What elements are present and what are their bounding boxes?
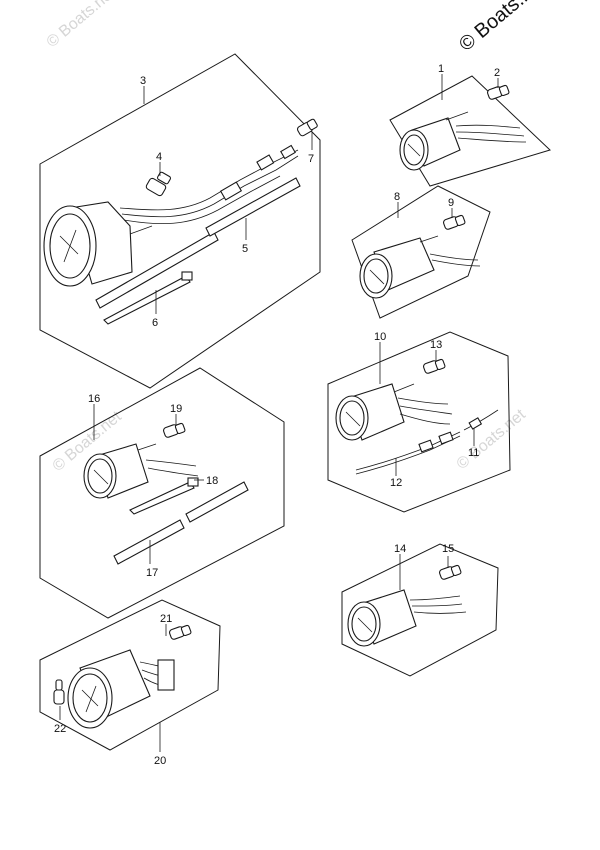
gauge-14-icon xyxy=(347,589,417,647)
tube-5-icon xyxy=(95,177,301,309)
callout-1: 1 xyxy=(438,63,444,75)
callout-10: 10 xyxy=(374,331,386,343)
callout-5: 5 xyxy=(242,243,248,255)
callout-7: 7 xyxy=(308,153,314,165)
callout-14: 14 xyxy=(394,543,406,555)
bulb-4-icon xyxy=(145,171,172,197)
gauge-1-icon xyxy=(399,111,469,171)
callout-4: 4 xyxy=(156,151,162,163)
gauge-10-icon xyxy=(335,383,415,441)
bulb-9-icon xyxy=(443,214,466,230)
callout-2: 2 xyxy=(494,67,500,79)
group-10: 10 13 11 12 xyxy=(327,331,511,513)
bulb-19-icon xyxy=(163,422,186,438)
tube-17-icon xyxy=(113,481,249,565)
group-16: 16 19 18 17 xyxy=(39,367,285,619)
group-3: 3 4 7 5 6 xyxy=(39,53,321,389)
copyright-text: © Boats.net xyxy=(455,0,550,56)
bulb-13-icon xyxy=(423,358,446,374)
callout-16: 16 xyxy=(88,393,100,405)
group-1: 1 2 xyxy=(389,63,551,187)
callout-12: 12 xyxy=(390,477,402,489)
bulb-15-icon xyxy=(439,564,462,580)
callout-9: 9 xyxy=(448,197,454,209)
harness-12-icon xyxy=(355,431,461,475)
callout-20: 20 xyxy=(154,755,166,767)
strap-18-icon xyxy=(129,477,199,515)
gauge-8-icon xyxy=(359,235,439,299)
group-20: 21 22 20 xyxy=(39,599,221,767)
callout-17: 17 xyxy=(146,567,158,579)
callout-21: 21 xyxy=(160,613,172,625)
callout-18: 18 xyxy=(206,475,218,487)
strap-6-icon xyxy=(103,271,193,325)
callout-11: 11 xyxy=(468,447,479,459)
callout-19: 19 xyxy=(170,403,182,415)
harness-11-icon xyxy=(463,409,499,431)
group-14: 14 15 xyxy=(341,543,499,677)
group-10-box xyxy=(327,331,511,513)
bulb-22-icon xyxy=(53,679,65,705)
group-8: 8 9 xyxy=(351,185,491,319)
callout-22: 22 xyxy=(54,723,66,735)
group-20-box xyxy=(39,599,221,751)
group-8-box xyxy=(351,185,491,319)
gauge-3-icon xyxy=(43,201,153,287)
watermark-top-left: © Boats.net xyxy=(44,0,120,51)
group-14-box xyxy=(341,543,499,677)
callout-3: 3 xyxy=(140,75,146,87)
bulb-7-icon xyxy=(296,118,318,137)
connector-20-icon xyxy=(157,659,175,691)
callout-6: 6 xyxy=(152,317,158,329)
group-16-box xyxy=(39,367,285,619)
callout-15: 15 xyxy=(442,543,454,555)
bulb-2-icon xyxy=(487,84,510,100)
bulb-21-icon xyxy=(169,624,192,640)
callout-8: 8 xyxy=(394,191,400,203)
gauge-16-icon xyxy=(83,443,157,499)
callout-13: 13 xyxy=(430,339,442,351)
gauge-20-icon xyxy=(67,649,151,729)
watermark-mid-right: © Boats.net xyxy=(454,406,530,473)
group-3-box xyxy=(39,53,321,389)
